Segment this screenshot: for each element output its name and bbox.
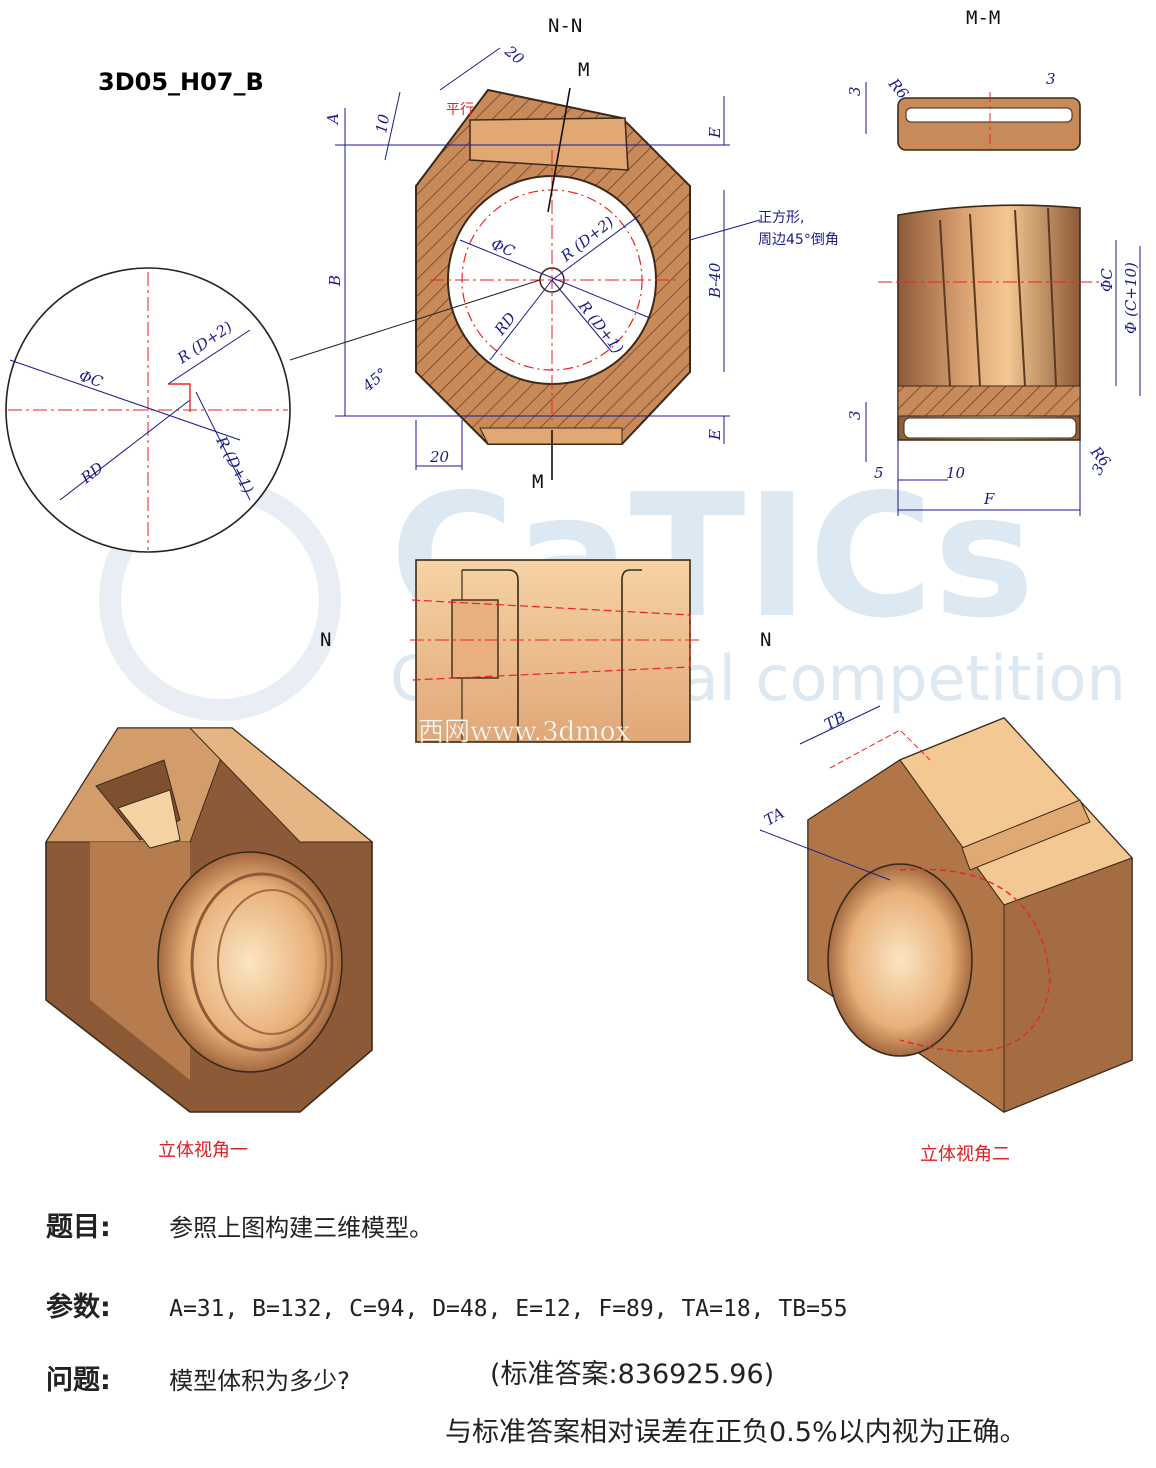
- iso-dim-TA: TA: [761, 804, 787, 830]
- iso-view-1-label: 立体视角一: [158, 1140, 248, 1161]
- mm-dim-3-bottom-left: 3: [846, 410, 864, 420]
- tolerance-note: 与标准答案相对误差在正负0.5%以内视为正确。: [445, 1417, 1027, 1448]
- section-nn-view: [415, 87, 691, 480]
- mm-dim-F: F: [983, 490, 995, 508]
- mm-dim-5: 5: [874, 464, 884, 482]
- question-ask-label: 问题:: [46, 1365, 111, 1396]
- dim-B40: B-40: [706, 262, 724, 299]
- section-mm-label: M-M: [966, 7, 1000, 29]
- dim-20-bottom: 20: [429, 448, 450, 466]
- dim-20-top: 20: [501, 41, 528, 68]
- question-ask-row: 问题: 模型体积为多少?: [46, 1358, 350, 1397]
- mm-dim-phiC10: Φ (C+10): [1122, 262, 1140, 334]
- iso-view-2-label: 立体视角二: [920, 1144, 1010, 1165]
- detail-circle-view: [5, 267, 541, 553]
- mm-dim-3-top-right: 3: [1046, 70, 1056, 88]
- dim-B: B: [326, 275, 344, 287]
- dim-E-top: E: [706, 127, 724, 139]
- question-params-row: 参数: A=31, B=132, C=94, D=48, E=12, F=89,…: [46, 1285, 848, 1324]
- question-title-label: 题目:: [46, 1212, 111, 1243]
- question-title-text: 参照上图构建三维模型。: [169, 1214, 434, 1242]
- question-params-text: A=31, B=132, C=94, D=48, E=12, F=89, TA=…: [169, 1296, 848, 1322]
- question-ask-text: 模型体积为多少?: [169, 1367, 350, 1395]
- top-view: [410, 559, 700, 743]
- cut-mark-m-top: M: [578, 59, 589, 81]
- cut-mark-n-right: N: [760, 629, 771, 651]
- engineering-drawing: CaTICs CAD digital competition 3D05_H07_…: [5, 7, 1141, 1165]
- standard-answer: (标准答案:836925.96): [490, 1359, 775, 1390]
- section-mm-view: [878, 92, 1110, 441]
- question-params-label: 参数:: [46, 1292, 111, 1323]
- mm-dim-phiC: ΦC: [1098, 268, 1116, 292]
- note-chamfer: 周边45°倒角: [758, 232, 839, 248]
- dim-E-bottom: E: [706, 429, 724, 441]
- mm-dim-10: 10: [946, 464, 966, 482]
- nn-dimensions: [335, 47, 761, 470]
- question-title-row: 题目: 参照上图构建三维模型。: [46, 1205, 433, 1244]
- cut-mark-n-left: N: [320, 629, 331, 651]
- section-nn-label: N-N: [548, 15, 582, 37]
- cut-mark-m-bottom: M: [532, 471, 543, 493]
- mm-dim-3-top-left: 3: [846, 86, 864, 96]
- drawing-code: 3D05_H07_B: [98, 68, 264, 96]
- dim-45deg: 45°: [358, 364, 391, 396]
- iso-view-2: [759, 705, 1133, 1113]
- dim-parallel: 平行: [446, 102, 474, 118]
- note-square: 正方形,: [758, 210, 804, 226]
- watermark-site: 西网www.3dmox: [418, 717, 630, 747]
- dim-A: A: [324, 113, 342, 126]
- iso-view-1: [45, 727, 374, 1113]
- dim-10: 10: [372, 112, 393, 134]
- mm-dimensions: [865, 82, 1141, 516]
